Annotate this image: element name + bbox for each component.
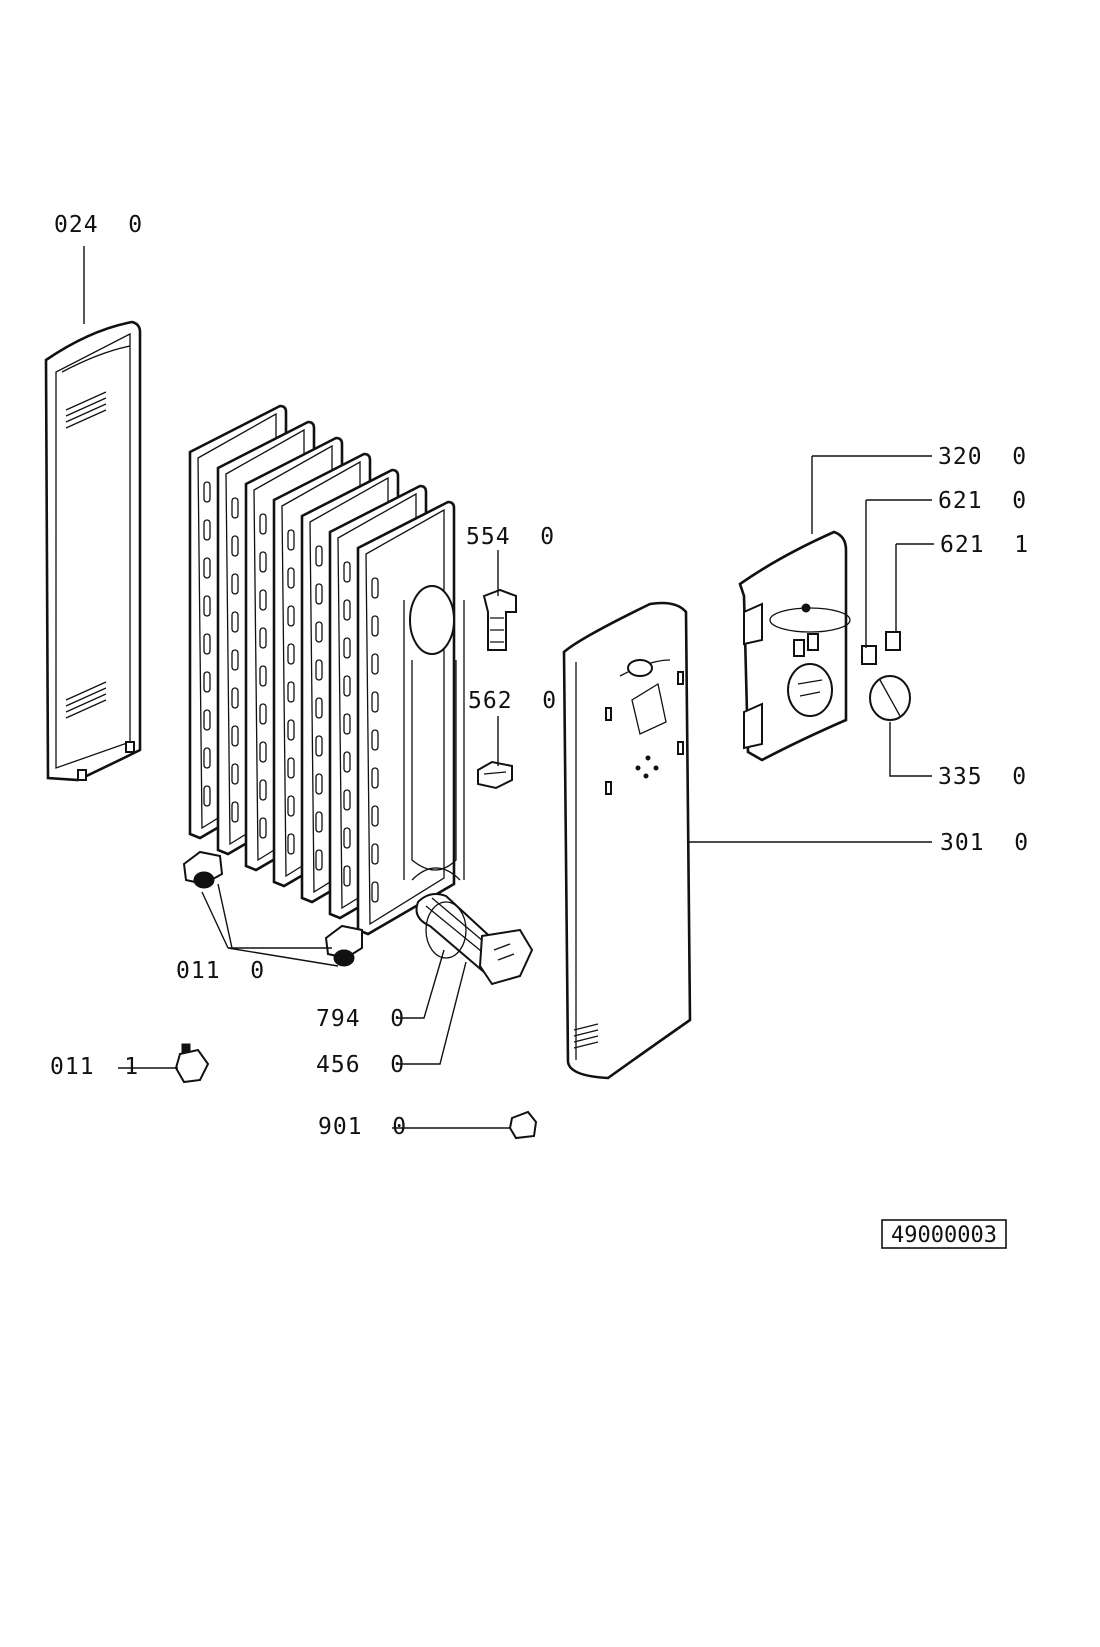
control-panel-part — [738, 530, 851, 762]
vent-slots-bottom — [65, 681, 107, 719]
drawing-number: 49000003 — [891, 1223, 997, 1248]
single-wheel-part — [174, 1043, 210, 1084]
safety-cutout-part — [477, 760, 513, 790]
drawing-number-box: 49000003 — [881, 1219, 1007, 1249]
label-011-1: 011 1 — [50, 1054, 139, 1080]
leader-lines — [83, 246, 934, 1129]
label-562-0: 562 0 — [468, 688, 557, 714]
label-621-0: 621 0 — [938, 488, 1027, 514]
cover-panel-part — [562, 601, 692, 1080]
label-621-1: 621 1 — [940, 532, 1029, 558]
radiator-body — [188, 404, 465, 936]
clip-part — [508, 1110, 538, 1140]
vent-slots-top — [65, 391, 107, 429]
heating-element-part — [415, 893, 534, 986]
label-456-0: 456 0 — [316, 1052, 405, 1078]
label-794-0: 794 0 — [316, 1006, 405, 1032]
label-024-0: 024 0 — [54, 212, 143, 238]
label-901-0: 901 0 — [318, 1114, 407, 1140]
knob-part — [869, 675, 911, 721]
wheel-set-part — [182, 850, 363, 967]
side-panel-part — [44, 320, 142, 782]
label-301-0: 301 0 — [940, 830, 1029, 856]
switch-parts — [861, 631, 901, 665]
label-320-0: 320 0 — [938, 444, 1027, 470]
thermostat-part — [482, 588, 517, 651]
label-011-0: 011 0 — [176, 958, 265, 984]
label-335-0: 335 0 — [938, 764, 1027, 790]
label-554-0: 554 0 — [466, 524, 555, 550]
